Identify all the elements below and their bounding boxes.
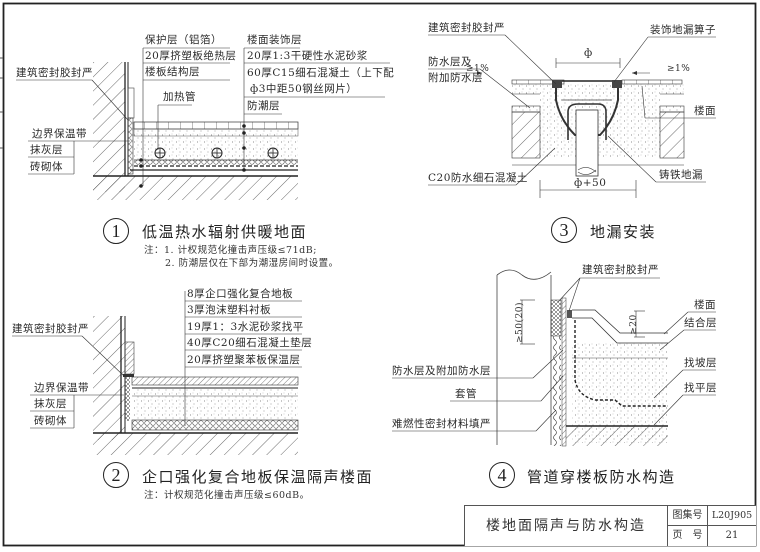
d1-label-finish: 楼面装饰层 — [247, 34, 302, 46]
d1-label-slab: 楼板结构层 — [145, 66, 200, 78]
d4-label-sleeve: 套管 — [455, 388, 477, 400]
detail2-drawing — [12, 291, 302, 455]
d1-label-mortar: 20厚1:3干硬性水泥砂浆 — [247, 50, 368, 62]
title-block-page-label: 页 号 — [668, 526, 708, 546]
d4-dim-step: ≥20 — [628, 314, 639, 335]
detail3-number-badge: 3 — [551, 217, 577, 243]
d3-slope-left: ≥1% — [466, 64, 490, 74]
d2-label-sealant: 建筑密封胶封严 — [12, 323, 89, 335]
d2-label-brick: 砖砌体 — [34, 415, 67, 427]
d3-label-sealant: 建筑密封胶封严 — [428, 22, 505, 34]
d4-label-bonding: 结合层 — [684, 317, 717, 329]
d3-label-drain: 铸铁地漏 — [659, 169, 703, 181]
d3-label-waterproof-2: 附加防水层 — [428, 72, 483, 84]
detail4-title: 管道穿楼板防水构造 — [527, 468, 676, 486]
d4-label-waterproof: 防水层及附加防水层 — [392, 365, 491, 377]
detail2-title: 企口强化复合地板保温隔声楼面 — [142, 468, 374, 486]
detail4-number-badge: 4 — [489, 462, 515, 488]
d3-label-waterproof-1: 防水层及 — [428, 56, 472, 68]
detail2-note: 注：计权规范化撞击声压级≤60dB。 — [144, 490, 310, 501]
d4-dim-pipe-height: ≥50(20) — [514, 302, 525, 343]
d1-label-boundary-insulation: 边界保温带 — [32, 128, 87, 140]
d2-label-concrete-cushion: 40厚C20细石混凝土垫层 — [187, 337, 313, 349]
d3-label-floor: 楼面 — [694, 105, 716, 117]
d1-label-mesh: ф3中距50钢丝网片） — [250, 83, 358, 95]
title-block-atlas-number: L20J905 — [708, 506, 756, 526]
title-block-atlas-label: 图集号 — [668, 506, 708, 526]
d2-label-plaster: 抹灰层 — [34, 398, 67, 410]
heating-pipe-icons — [154, 147, 279, 159]
d2-label-laminate: 8厚企口强化复合地板 — [187, 288, 294, 300]
title-block-page-number: 21 — [725, 530, 739, 541]
detail4-drawing — [392, 269, 716, 447]
d4-label-leveling: 找平层 — [684, 382, 717, 394]
d3-label-grate: 装饰地漏箅子 — [650, 24, 716, 36]
title-block: 楼地面隔声与防水构造 图集号 L20J905 页 号 21 — [464, 505, 756, 546]
d1-label-sealant: 建筑密封胶封严 — [16, 67, 93, 79]
detail1-number-badge: 1 — [103, 218, 129, 244]
d1-label-xps: 20厚挤塑板绝热层 — [145, 50, 237, 62]
detail1-title: 低温热水辐射供暖地面 — [142, 223, 308, 241]
d3-dim-diameter-plus-50: ф+50 — [574, 177, 607, 189]
d3-slope-right: ≥1% — [667, 64, 691, 74]
detail3-drawing — [428, 34, 716, 198]
d4-label-fire-sealant: 难燃性密封材料填严 — [392, 418, 491, 430]
d4-label-slope: 找坡层 — [684, 357, 717, 369]
d1-label-heating-pipe: 加热管 — [163, 91, 196, 103]
d2-label-boundary-insulation: 边界保温带 — [34, 382, 89, 394]
detail2-number-badge: 2 — [103, 462, 129, 488]
d4-label-sealant: 建筑密封胶封严 — [582, 264, 659, 276]
d3-label-concrete: C20防水细石混凝土 — [428, 172, 528, 184]
title-block-drawing-title: 楼地面隔声与防水构造 — [465, 506, 668, 546]
d1-label-plaster: 抹灰层 — [30, 144, 63, 156]
d1-label-concrete: 60厚C15细石混凝土（上下配 — [247, 67, 395, 79]
d1-label-moisture-barrier: 防潮层 — [247, 100, 280, 112]
d2-label-leveling-mortar: 19厚1：3水泥砂浆找平 — [187, 321, 304, 333]
d2-label-xps-insulation: 20厚挤塑聚苯板保温层 — [187, 354, 301, 366]
detail1-note-2: 2. 防潮层仅在下部为潮湿房间时设置。 — [165, 258, 339, 269]
detail3-title: 地漏安装 — [590, 223, 657, 241]
detail1-note-1: 注：1. 计权规范化撞击声压级≤71dB; — [144, 245, 317, 256]
detail1-drawing — [16, 47, 390, 200]
d3-dim-diameter: ф — [584, 47, 593, 59]
d2-label-foam-underlay: 3厚泡沫塑料衬板 — [187, 304, 272, 316]
d1-label-brick: 砖砌体 — [30, 161, 63, 173]
d1-label-protective-layer: 保护层（铝箔） — [145, 34, 222, 46]
d4-label-floor: 楼面 — [694, 299, 716, 311]
